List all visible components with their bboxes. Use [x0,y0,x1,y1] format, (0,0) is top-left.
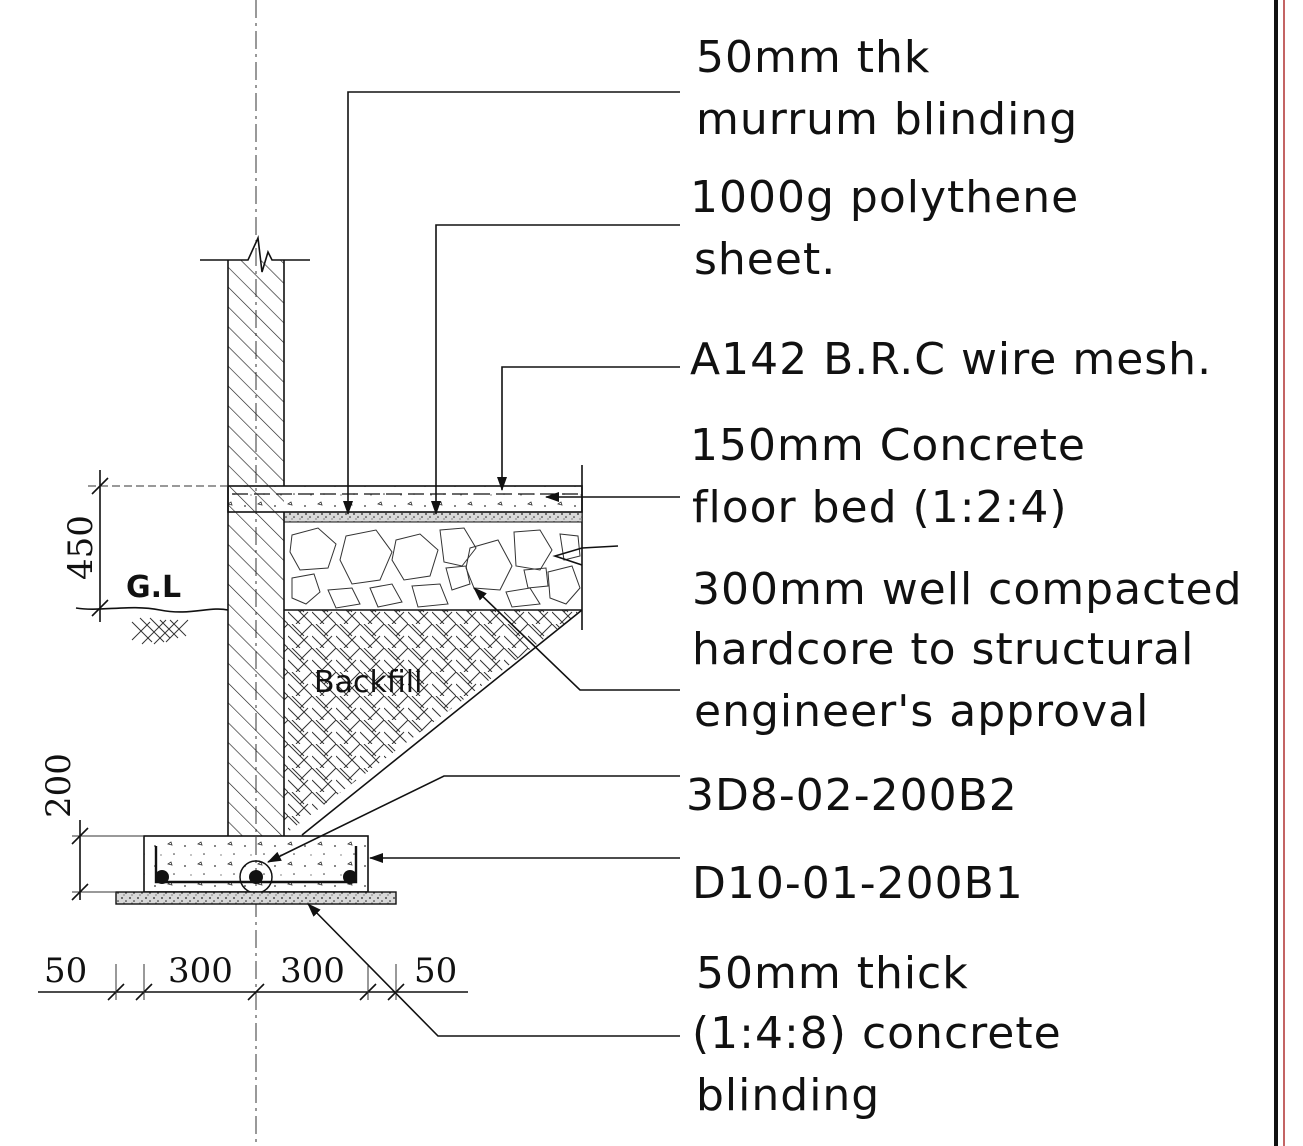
dim-width-2: 300 [168,951,233,991]
hardcore-stones [289,527,581,609]
note-rebar-top: 3D8-02-200B2 [686,770,1018,821]
note-hardcore-line-1: 300mm well compacted [692,564,1243,615]
leader-blinding [307,903,680,1037]
backfill-region [284,610,582,835]
murrum-layer [283,511,583,523]
note-hardcore-line-2: hardcore to structural [692,624,1194,675]
note-polythene-line-2: sheet. [694,234,836,285]
note-polythene-line-1: 1000g polythene [690,172,1079,223]
note-blinding-line-1: 50mm thick [696,948,969,999]
rebar-left [155,870,169,884]
note-murrum-line-2: murrum blinding [696,94,1078,145]
rebar-right [343,870,357,884]
dim-tick-h3 [247,983,265,1001]
dim-tick-footing-bottom [71,883,89,901]
floor-slab [227,485,583,513]
note-mesh: A142 B.R.C wire mesh. [690,334,1212,385]
note-floor-line-1: 150mm Concrete [690,420,1086,471]
wall [228,260,284,836]
leader-mesh [497,366,680,491]
wall-break-symbol [200,235,310,273]
dim-width-4: 50 [414,951,457,991]
dim-tick-gl [91,599,109,617]
ground-line [75,606,229,613]
note-floor-line-2: floor bed (1:2:4) [692,482,1068,533]
hardcore-break-symbol [552,545,619,566]
dim-tick-footing-top [71,827,89,845]
dim-height-upper: 450 [61,515,101,580]
rebar-center [249,870,263,884]
dim-width-3: 300 [280,951,345,991]
note-rebar-bottom: D10-01-200B1 [692,858,1024,909]
note-murrum-line-1: 50mm thk [696,32,930,83]
ground-hatch [131,617,189,645]
leader-rebar-top [267,775,680,863]
note-blinding-line-2: (1:4:8) concrete [692,1008,1062,1059]
backfill-label: Backfill [314,665,422,700]
dim-height-lower: 200 [39,753,79,818]
dim-tick-top [91,477,109,495]
leader-polythene [431,224,680,515]
leader-murrum [343,91,680,515]
ground-level-label: G.L [126,570,181,605]
note-blinding-line-3: blinding [696,1070,880,1121]
concrete-blinding [115,891,397,905]
dim-width-1: 50 [44,951,87,991]
leader-hardcore [473,587,680,691]
note-hardcore-line-3: engineer's approval [694,686,1149,737]
